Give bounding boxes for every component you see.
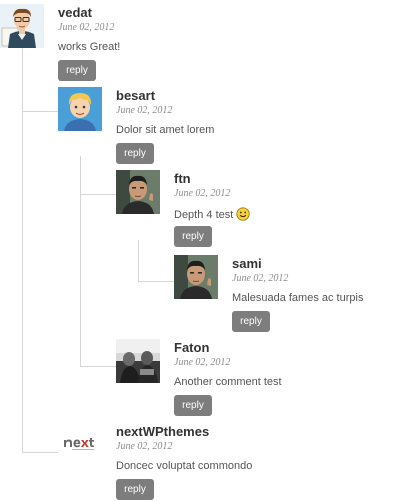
reply-button[interactable]: reply <box>116 143 154 164</box>
thread-line <box>138 240 139 281</box>
comment-author[interactable]: vedat <box>58 5 92 20</box>
comment-date: June 02, 2012 <box>174 357 231 368</box>
comment-author[interactable]: besart <box>116 88 156 103</box>
thread-line <box>80 156 81 366</box>
comment-author[interactable]: Faton <box>174 340 210 355</box>
cartoon-man-avatar <box>0 4 44 48</box>
man-photo-avatar <box>174 255 218 299</box>
comment-date: June 02, 2012 <box>116 441 173 452</box>
comment-author[interactable]: sami <box>232 256 262 271</box>
reply-button[interactable]: reply <box>116 479 154 500</box>
reply-button[interactable]: reply <box>232 311 270 332</box>
thread-line <box>138 281 174 282</box>
comment-text: Doncec voluptat commondo <box>116 460 253 472</box>
blond-boy-avatar <box>58 87 102 131</box>
reply-button[interactable]: reply <box>174 395 212 416</box>
bw-photo-avatar <box>116 339 160 383</box>
comment-date: June 02, 2012 <box>58 22 115 33</box>
comment-date: June 02, 2012 <box>232 273 289 284</box>
comment-text: works Great! <box>58 41 121 53</box>
comment-author[interactable]: nextWPthemes <box>116 424 210 439</box>
reply-button[interactable]: reply <box>58 60 96 81</box>
man-photo-avatar <box>116 170 160 214</box>
comment-author[interactable]: ftn <box>174 171 191 186</box>
comment-text-content: Depth 4 test <box>174 209 234 221</box>
comment-date: June 02, 2012 <box>174 188 231 199</box>
comment-text: Dolor sit amet lorem <box>116 124 215 136</box>
comment-text: Malesuada fames ac turpis <box>232 292 364 304</box>
thread-line <box>80 194 116 195</box>
next-logo-avatar <box>58 423 102 467</box>
thread-line <box>22 111 58 112</box>
thread-line <box>22 48 23 453</box>
reply-button[interactable]: reply <box>174 226 212 247</box>
thread-line <box>80 366 116 367</box>
comment-date: June 02, 2012 <box>116 105 173 116</box>
thread-line <box>22 452 58 453</box>
comment-text: Another comment test <box>174 376 282 388</box>
smiley-icon <box>236 207 250 224</box>
comment-text: Depth 4 test <box>174 207 250 224</box>
